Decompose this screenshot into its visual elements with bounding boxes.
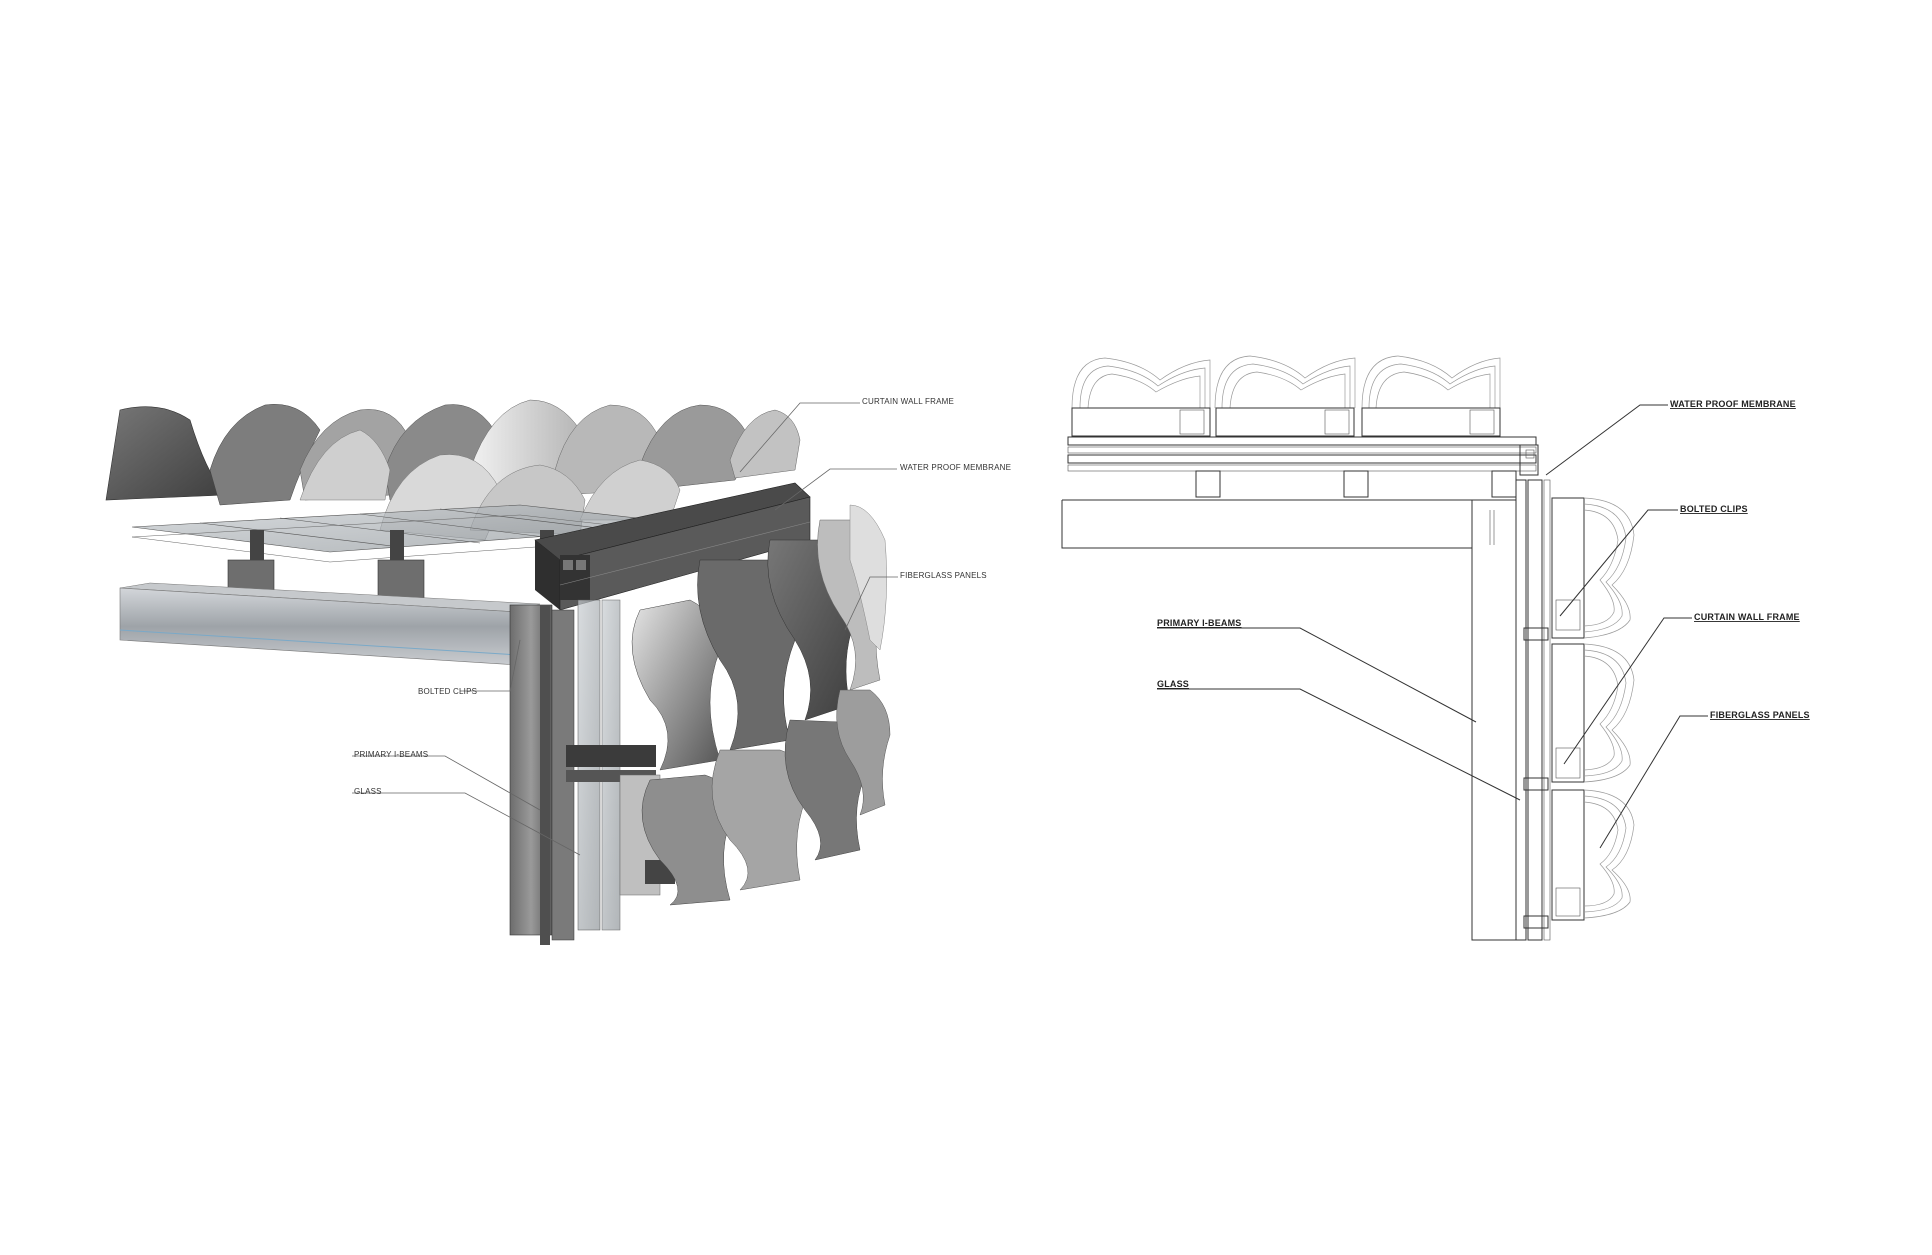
label-bolted-clips-section: BOLTED CLIPS: [1680, 504, 1748, 514]
label-glass-section: GLASS: [1157, 679, 1189, 689]
section-roof-lobes: [1071, 355, 1501, 409]
section-wall-lobes: [1583, 497, 1635, 919]
label-bolted-clips-3d: BOLTED CLIPS: [418, 687, 477, 696]
label-water-proof-membrane-3d: WATER PROOF MEMBRANE: [900, 463, 1011, 472]
label-water-proof-membrane-section: WATER PROOF MEMBRANE: [1670, 399, 1796, 409]
section-primary-i-beam: [1061, 499, 1517, 941]
section-wall-boxes: [1551, 497, 1585, 921]
label-primary-i-beams-3d: PRIMARY I-BEAMS: [354, 750, 428, 759]
primary-i-beam-horizontal: [119, 582, 541, 666]
label-glass-3d: GLASS: [354, 787, 382, 796]
curtain-wall-frame-beam: [534, 482, 811, 611]
right-leader-lines: [1157, 404, 1708, 849]
label-fiberglass-panels-section: FIBERGLASS PANELS: [1710, 710, 1810, 720]
label-curtain-wall-frame-3d: CURTAIN WALL FRAME: [862, 397, 954, 406]
wall-fiberglass-panels: [631, 504, 891, 906]
section-roof-frame: [1067, 436, 1539, 498]
section-roof-boxes: [1071, 407, 1501, 437]
axonometric-view: CURTAIN WALL FRAME WATER PROOF MEMBRANE …: [105, 397, 1011, 945]
wall-glass-layer: [566, 599, 675, 931]
section-wall-frame: [1515, 479, 1551, 941]
primary-i-beam-column: [509, 604, 575, 945]
right-labels: WATER PROOF MEMBRANE BOLTED CLIPS CURTAI…: [1157, 399, 1810, 720]
label-curtain-wall-frame-section: CURTAIN WALL FRAME: [1694, 612, 1800, 622]
label-primary-i-beams-section: PRIMARY I-BEAMS: [1157, 618, 1242, 628]
section-view: WATER PROOF MEMBRANE BOLTED CLIPS CURTAI…: [1061, 355, 1810, 941]
label-fiberglass-panels-3d: FIBERGLASS PANELS: [900, 571, 987, 580]
left-labels: CURTAIN WALL FRAME WATER PROOF MEMBRANE …: [354, 397, 1011, 796]
left-leader-lines: [352, 402, 898, 856]
